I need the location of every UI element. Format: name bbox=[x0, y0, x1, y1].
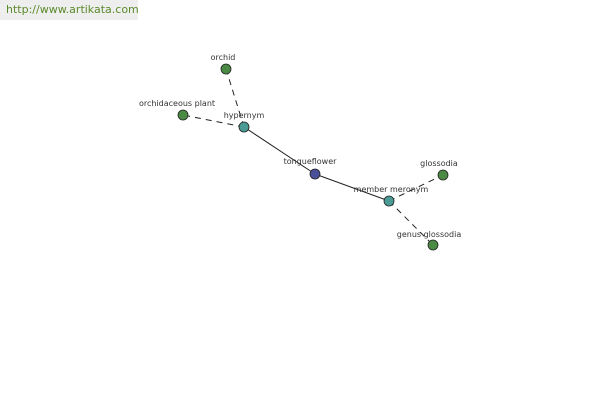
node-label-member-meronym: member meronym bbox=[354, 185, 429, 194]
node-label-orchidaceous-plant: orchidaceous plant bbox=[139, 99, 215, 108]
node-member-meronym[interactable] bbox=[383, 195, 395, 207]
node-genus-glossodia[interactable] bbox=[427, 239, 439, 251]
node-label-hypernym: hypernym bbox=[224, 111, 265, 120]
node-label-genus-glossodia: genus glossodia bbox=[397, 230, 462, 239]
node-hypernym[interactable] bbox=[238, 121, 250, 133]
edges-layer bbox=[182, 68, 444, 246]
node-orchidaceous-plant[interactable] bbox=[177, 109, 189, 121]
node-label-glossodia: glossodia bbox=[420, 159, 458, 168]
node-tongueflower[interactable] bbox=[309, 168, 321, 180]
nodes-layer bbox=[177, 63, 449, 251]
edge-member_meronym-glossodia bbox=[388, 174, 444, 202]
node-orchid[interactable] bbox=[220, 63, 232, 75]
labels-layer: tongueflower hypernym member meronym orchid… bbox=[139, 53, 461, 239]
node-label-tongueflower: tongueflower bbox=[284, 157, 338, 166]
edge-tongueflower-hypernym bbox=[243, 126, 316, 175]
source-url-watermark: http://www.artikata.com bbox=[0, 0, 138, 20]
edge-tongueflower-member_meronym bbox=[314, 173, 390, 202]
node-label-orchid: orchid bbox=[211, 53, 236, 62]
node-glossodia[interactable] bbox=[437, 169, 449, 181]
